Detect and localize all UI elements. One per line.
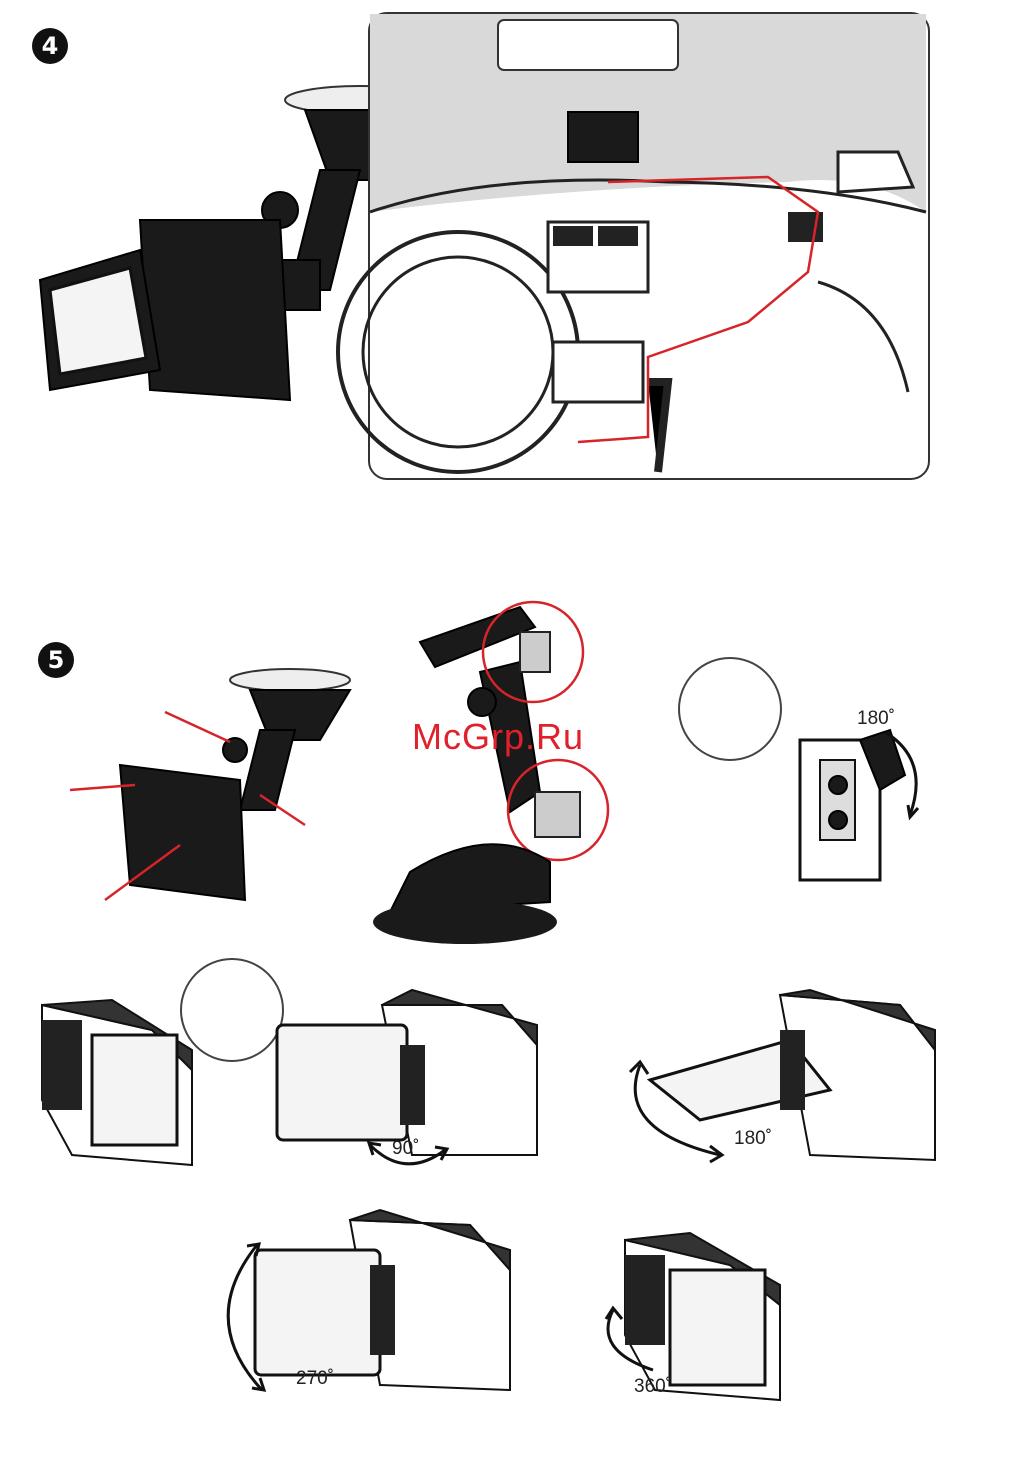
angle-180-side-label: 180˚: [857, 708, 895, 730]
camera-closed-illustration: [32, 990, 202, 1170]
suction-mount-illustration: [370, 592, 620, 952]
camera-rotate-90-illustration: [272, 985, 547, 1160]
watermark-text: McGrp.Ru: [412, 716, 584, 758]
callout-circle-top: [678, 657, 782, 761]
angle-180-label: 180˚: [734, 1128, 772, 1150]
camera-rotate-270-illustration: [240, 1210, 525, 1395]
camera-callout-illustration: [60, 650, 360, 910]
car-interior-illustration: [368, 12, 930, 480]
step-4-badge: 4: [32, 28, 68, 64]
angle-270-label: 270˚: [296, 1368, 334, 1390]
side-view-illustration: [790, 720, 930, 890]
step-4-number: 4: [42, 32, 59, 60]
rotation-arrow-270: [212, 1240, 272, 1395]
rotation-arrow-360: [598, 1305, 658, 1375]
angle-90-label: 90˚: [392, 1138, 419, 1160]
rotation-arrow-180: [620, 1060, 730, 1165]
angle-360-label: 360˚: [634, 1376, 672, 1398]
